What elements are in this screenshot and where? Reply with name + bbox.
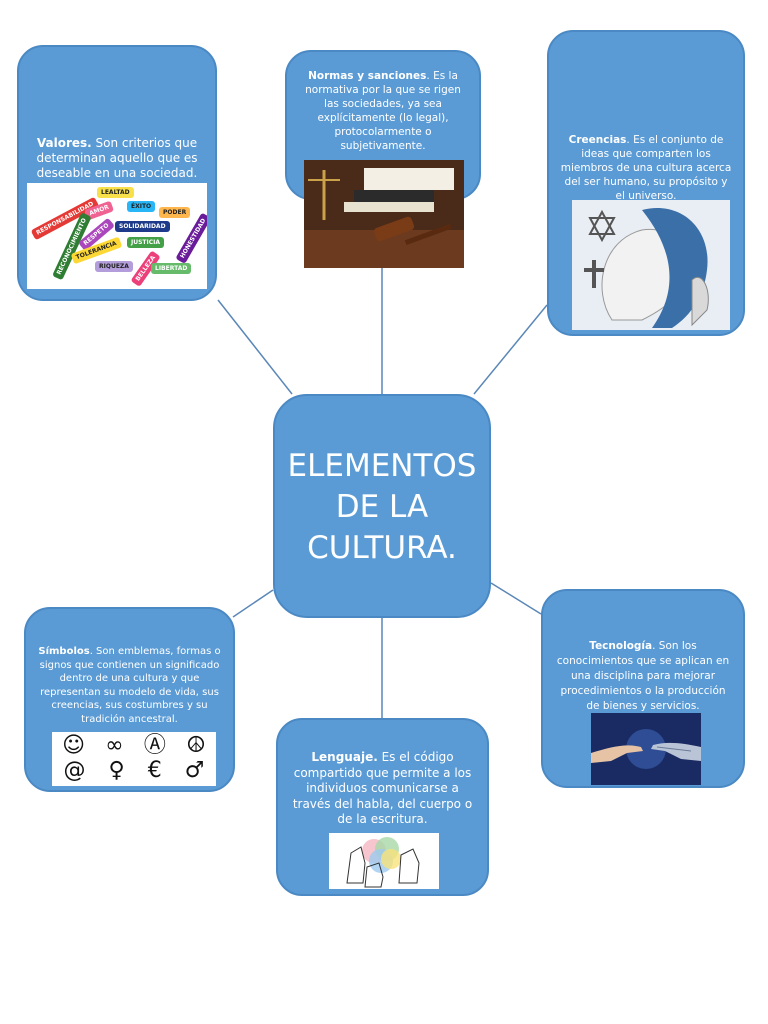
node-lenguaje: Lenguaje. Es el código compartido que pe… [276, 718, 489, 896]
value-word: RIQUEZA [95, 261, 133, 272]
node-valores: Valores. Son criterios que determinan aq… [17, 45, 217, 301]
node-tecnologia: Tecnología. Son los conocimientos que se… [541, 589, 745, 788]
anarchy-icon: Ⓐ [144, 733, 166, 758]
value-word: SOLIDARIDAD [115, 221, 170, 232]
value-word: PODER [159, 207, 190, 218]
infinity-icon: ∞ [105, 733, 123, 758]
node-lenguaje-term: Lenguaje. [311, 750, 377, 764]
technology-hands-image [591, 713, 701, 785]
node-simbolos-text: . Son emblemas, formas o signos que cont… [40, 646, 221, 725]
beliefs-faces-image [572, 200, 730, 330]
node-valores-term: Valores. [37, 136, 92, 150]
node-creencias: Creencias. Es el conjunto de ideas que c… [547, 30, 745, 336]
node-simbolos-term: Símbolos [38, 646, 89, 657]
node-normas-text: . Es la normativa por la que se rigen la… [305, 70, 461, 152]
value-word: HONESTIDAD [175, 213, 207, 264]
symbols-image: ☺ ∞ Ⓐ ☮ @ ♀ € ♂ [52, 732, 216, 786]
value-word: ÉXITO [127, 201, 155, 212]
euro-icon: € [148, 758, 162, 783]
center-node: ELEMENTOS DE LA CULTURA. [273, 394, 491, 618]
connector-simbolos [233, 590, 273, 617]
center-title: ELEMENTOS DE LA CULTURA. [275, 446, 489, 569]
node-simbolos: Símbolos. Son emblemas, formas o signos … [24, 607, 235, 792]
connector-tecnologia [491, 583, 541, 614]
smiley-icon: ☺ [62, 733, 85, 758]
node-tecnologia-term: Tecnología [589, 640, 652, 652]
value-word: LEALTAD [97, 187, 134, 198]
value-word: LIBERTAD [151, 263, 191, 274]
connector-valores [218, 300, 292, 394]
node-creencias-term: Creencias [569, 134, 627, 146]
connector-creencias [474, 305, 547, 394]
at-sign-icon: @ [64, 758, 86, 783]
female-icon: ♀ [109, 758, 125, 783]
value-word: JUSTICIA [127, 237, 164, 248]
values-words-image: LEALTAD RESPONSABILIDAD AMOR ÉXITO PODER… [27, 183, 207, 289]
node-normas-term: Normas y sanciones [308, 70, 426, 82]
male-icon: ♂ [185, 758, 205, 783]
peace-icon: ☮ [186, 733, 206, 758]
language-people-image [329, 833, 439, 889]
law-books-image [304, 160, 464, 268]
